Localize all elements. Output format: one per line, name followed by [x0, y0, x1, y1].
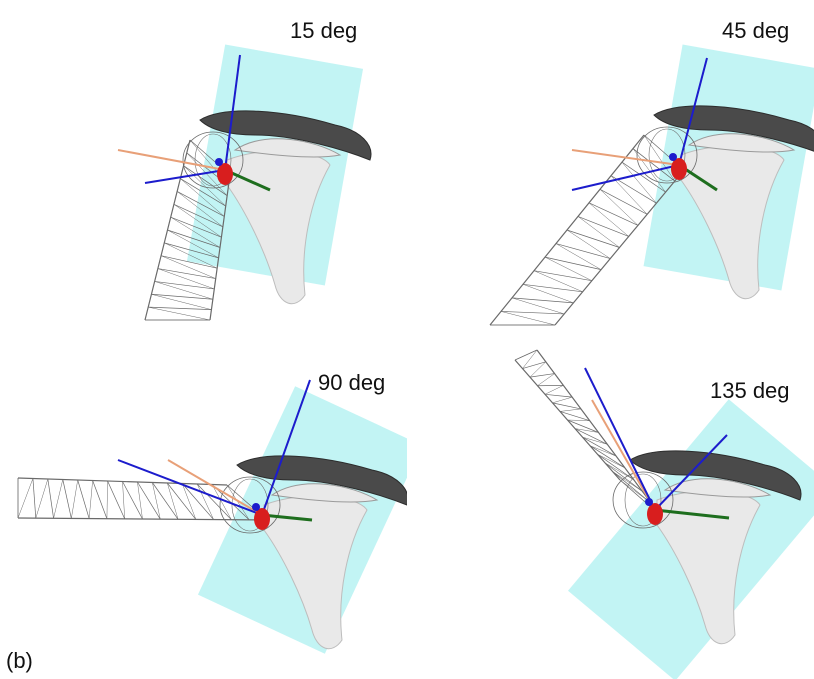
mesh-diagonal [107, 481, 108, 519]
mesh-rung [48, 479, 54, 518]
mesh-rung [534, 271, 592, 281]
mesh-diagonal [523, 284, 573, 303]
mesh-diagonal [71, 480, 77, 518]
mesh-rung [583, 437, 617, 456]
mesh-rung [123, 482, 143, 520]
mesh-diagonal [18, 479, 33, 519]
mesh-diagonal [54, 480, 63, 519]
mesh-diagonal [578, 216, 620, 247]
glenoid-marker [671, 158, 687, 180]
mesh-rung [613, 471, 652, 503]
mesh-diagonal [158, 269, 214, 289]
mesh-rung [545, 257, 601, 270]
axis-blue-humeral [585, 368, 655, 510]
mesh-diagonal [567, 230, 610, 259]
mesh-rung [567, 230, 620, 248]
mesh-diagonal [137, 482, 142, 519]
mesh-diagonal [556, 244, 601, 270]
mesh-rung [93, 481, 107, 519]
mesh-diagonal [545, 385, 563, 394]
mesh-rung [158, 269, 216, 279]
mesh-rung [545, 394, 572, 397]
angle-label-135: 135 deg [710, 378, 790, 404]
humeral-head-center [669, 153, 677, 161]
mesh-diagonal [545, 257, 592, 281]
mesh-rung [78, 480, 89, 519]
glenoid-marker [647, 503, 663, 525]
humeral-head-center [252, 503, 260, 511]
mesh-diagonal [568, 420, 590, 421]
mesh-rung [33, 479, 36, 519]
glenoid-marker [254, 508, 270, 530]
humeral-head-center [645, 498, 653, 506]
mesh-rung [556, 244, 610, 259]
mesh-diagonal [167, 483, 178, 519]
figure-label: (b) [6, 648, 33, 674]
mesh-diagonal [611, 176, 647, 215]
mesh-diagonal [523, 350, 538, 369]
glenoid-marker [217, 163, 233, 185]
shoulder-model [0, 0, 407, 339]
mesh-diagonal [36, 479, 48, 518]
mesh-diagonal [197, 484, 214, 520]
panel-45-deg [407, 0, 814, 339]
mesh-diagonal [560, 409, 581, 412]
humeral-head-center [215, 158, 223, 166]
angle-label-90: 90 deg [318, 370, 385, 396]
angle-label-45: 45 deg [722, 18, 789, 44]
panel-15-deg [0, 0, 407, 339]
mesh-diagonal [553, 397, 573, 403]
mesh-rung [589, 203, 638, 226]
mesh-rung [182, 484, 213, 520]
mesh-diagonal [600, 189, 638, 225]
mesh-rung [155, 281, 215, 289]
mesh-rung [137, 482, 160, 519]
mesh-rung [108, 481, 125, 519]
mesh-rung [512, 298, 573, 303]
shoulder-model [407, 0, 814, 339]
mesh-rung [501, 311, 564, 314]
mesh-diagonal [123, 482, 125, 519]
mesh-rung [530, 374, 555, 378]
mesh-diagonal [89, 481, 93, 519]
mesh-diagonal [598, 454, 625, 468]
mesh-diagonal [589, 203, 629, 237]
mesh-rung [578, 216, 629, 236]
mesh-diagonal [515, 350, 537, 360]
angle-label-15: 15 deg [290, 18, 357, 44]
mesh-rung [63, 480, 72, 519]
